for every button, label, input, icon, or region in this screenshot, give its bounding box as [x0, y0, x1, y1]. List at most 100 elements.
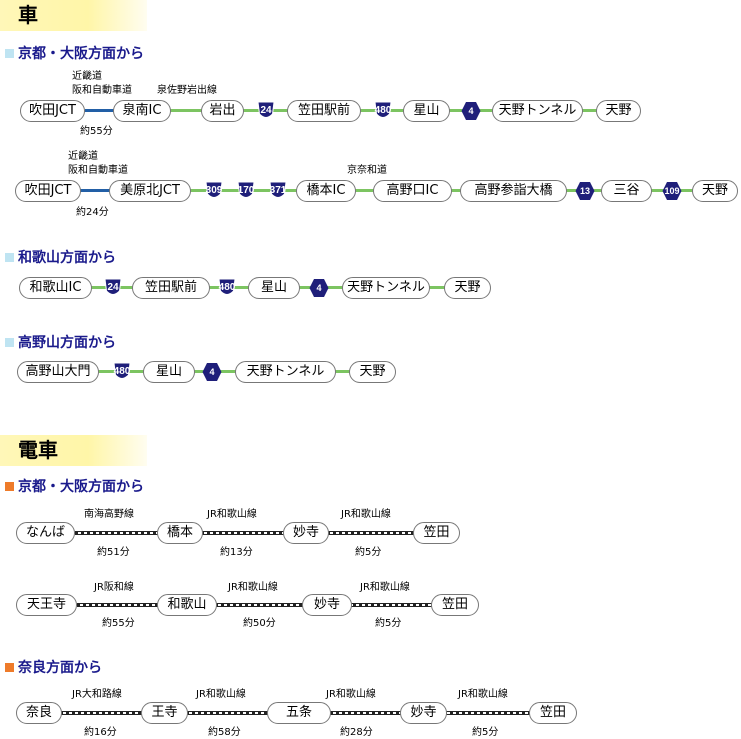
- expressway-line: [80, 189, 110, 192]
- subsection-title: 京都・大阪方面から: [18, 46, 144, 62]
- car-from-koyasan-heading: 高野山方面から: [5, 332, 116, 352]
- train-title: 電車: [18, 438, 58, 462]
- travel-time: 約55分: [80, 126, 113, 137]
- station-node: 笠田: [529, 702, 577, 724]
- railway-line-label: JR和歌山線: [326, 689, 376, 700]
- travel-time: 約55分: [102, 618, 135, 629]
- travel-time: 約51分: [97, 547, 130, 558]
- route-node: 高野参詣大橋: [460, 180, 567, 202]
- station-node: 妙寺: [302, 594, 352, 616]
- prefectural-route-icon: 4: [309, 278, 329, 298]
- railway-line-label: JR大和路線: [72, 689, 122, 700]
- travel-time: 約16分: [84, 727, 117, 738]
- square-marker-icon: [5, 337, 14, 347]
- travel-time: 約50分: [243, 618, 276, 629]
- road-label: 阪和自動車道: [72, 85, 132, 96]
- route-node: 天野: [444, 277, 491, 299]
- route-node: 星山: [143, 361, 195, 383]
- railway-line-label: JR和歌山線: [341, 509, 391, 520]
- train-from-nara-heading: 奈良方面から: [5, 657, 102, 677]
- car-section-header: 車: [0, 0, 147, 31]
- railway-line-label: 南海高野線: [84, 509, 134, 520]
- national-route-icon: 170: [236, 181, 256, 201]
- route-node: 天野: [596, 100, 641, 122]
- road-label: 近畿道: [68, 151, 98, 162]
- car-title: 車: [18, 3, 38, 27]
- station-node: 和歌山: [157, 594, 217, 616]
- travel-time: 約13分: [220, 547, 253, 558]
- railway-line-label: JR和歌山線: [360, 582, 410, 593]
- car-from-wakayama-heading: 和歌山方面から: [5, 247, 116, 267]
- station-node: 王寺: [141, 702, 188, 724]
- travel-time: 約58分: [208, 727, 241, 738]
- national-route-icon: 24: [103, 278, 123, 298]
- train-from-kyoto-osaka-heading: 京都・大阪方面から: [5, 476, 144, 496]
- national-route-icon: 24: [256, 101, 276, 121]
- route-node: 高野口IC: [373, 180, 452, 202]
- travel-time: 約24分: [76, 207, 109, 218]
- train-section-header: 電車: [0, 435, 147, 466]
- national-route-icon: 480: [112, 362, 132, 382]
- route-node: 星山: [248, 277, 300, 299]
- route-node: 岩出: [201, 100, 244, 122]
- national-route-icon: 371: [268, 181, 288, 201]
- route-node: 天野トンネル: [235, 361, 336, 383]
- station-node: 妙寺: [400, 702, 447, 724]
- railway-line-label: JR阪和線: [94, 582, 134, 593]
- subsection-title: 奈良方面から: [18, 660, 102, 676]
- route-node: 和歌山IC: [19, 277, 92, 299]
- prefectural-route-icon: 13: [575, 181, 595, 201]
- route-node: 笠田駅前: [132, 277, 210, 299]
- railway-line: [75, 531, 420, 535]
- prefectural-route-icon: 109: [662, 181, 682, 201]
- travel-time: 約5分: [472, 727, 499, 738]
- road-line: [96, 370, 360, 373]
- subsection-title: 高野山方面から: [18, 335, 116, 351]
- railway-line-label: JR和歌山線: [228, 582, 278, 593]
- route-node: 天野: [349, 361, 396, 383]
- route-node: 天野トンネル: [492, 100, 583, 122]
- route-node: 高野山大門: [17, 361, 99, 383]
- subsection-title: 和歌山方面から: [18, 250, 116, 266]
- national-route-icon: 309: [204, 181, 224, 201]
- station-node: 笠田: [431, 594, 479, 616]
- road-label: 近畿道: [72, 71, 102, 82]
- station-node: 妙寺: [283, 522, 329, 544]
- railway-line-label: JR和歌山線: [196, 689, 246, 700]
- road-label: 泉佐野岩出線: [157, 85, 217, 96]
- route-node: 吹田JCT: [15, 180, 81, 202]
- route-node: 橋本IC: [296, 180, 356, 202]
- prefectural-route-icon: 4: [202, 362, 222, 382]
- car-from-kyoto-osaka-heading: 京都・大阪方面から: [5, 43, 144, 63]
- road-label: 京奈和道: [347, 165, 387, 176]
- route-node: 美原北JCT: [109, 180, 191, 202]
- national-route-icon: 480: [373, 101, 393, 121]
- road-label: 阪和自動車道: [68, 165, 128, 176]
- square-marker-icon: [5, 48, 14, 58]
- railway-line-label: JR和歌山線: [458, 689, 508, 700]
- station-node: 天王寺: [16, 594, 77, 616]
- route-node: 三谷: [601, 180, 652, 202]
- prefectural-route-icon: 4: [461, 101, 481, 121]
- travel-time: 約5分: [375, 618, 402, 629]
- railway-line-label: JR和歌山線: [207, 509, 257, 520]
- route-node: 泉南IC: [113, 100, 171, 122]
- subsection-title: 京都・大阪方面から: [18, 479, 144, 495]
- route-node: 星山: [403, 100, 450, 122]
- station-node: なんば: [16, 522, 75, 544]
- square-marker-icon: [5, 662, 14, 672]
- station-node: 五条: [267, 702, 331, 724]
- route-node: 笠田駅前: [287, 100, 361, 122]
- square-marker-icon: [5, 481, 14, 491]
- square-marker-icon: [5, 252, 14, 262]
- route-node: 天野トンネル: [342, 277, 430, 299]
- railway-line: [77, 603, 437, 607]
- station-node: 奈良: [16, 702, 62, 724]
- route-node: 天野: [692, 180, 738, 202]
- expressway-line: [85, 109, 115, 112]
- national-route-icon: 480: [217, 278, 237, 298]
- station-node: 笠田: [413, 522, 460, 544]
- travel-time: 約5分: [355, 547, 382, 558]
- travel-time: 約28分: [340, 727, 373, 738]
- station-node: 橋本: [157, 522, 203, 544]
